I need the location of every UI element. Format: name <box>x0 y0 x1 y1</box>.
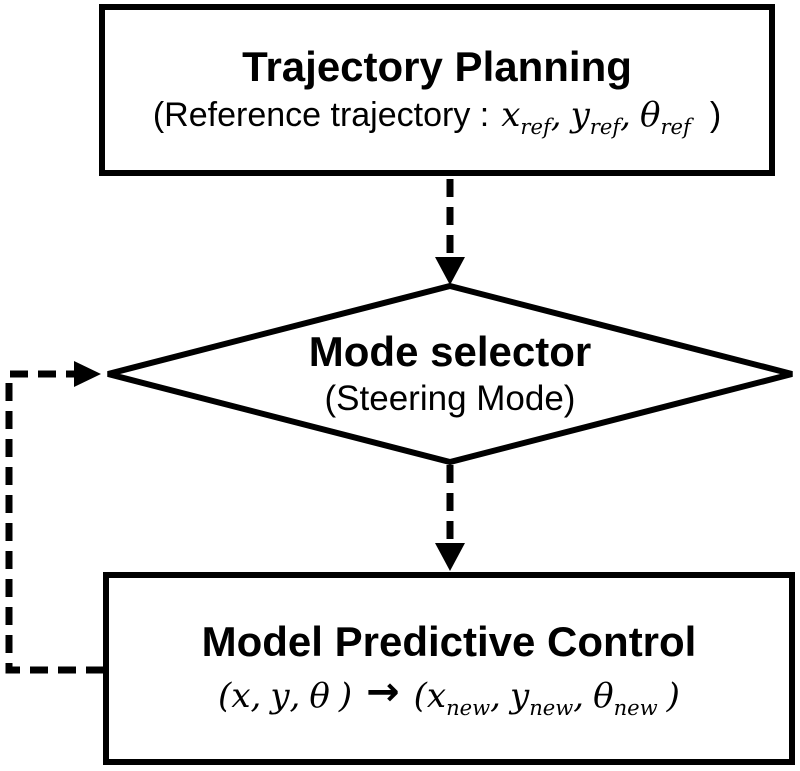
reference-trajectory-vars: xref,yref,θref <box>501 95 700 140</box>
subtitle-prefix: (Reference trajectory : <box>152 96 490 135</box>
mode-selector-diamond-shape <box>107 282 793 466</box>
math-var: θref <box>639 95 691 140</box>
trajectory-planning-title: Trajectory Planning <box>242 43 632 91</box>
math-var: xnew, <box>426 676 501 720</box>
math-var: ynew, <box>509 676 585 720</box>
math-var: xref, <box>501 95 562 140</box>
mpc-title: Model Predictive Control <box>201 617 697 665</box>
mpc-output-vars: (xnew,ynew,θnew) <box>413 676 680 720</box>
mpc-equation: (x,y,θ) → (xnew,ynew,θnew) <box>218 669 680 719</box>
mode-selector-subtitle: (Steering Mode) <box>324 378 576 418</box>
dashed-feedback-loop <box>5 370 104 674</box>
arrowhead-down-icon <box>435 257 465 285</box>
math-var: yref, <box>570 95 631 140</box>
mode-selector-node: Mode selector (Steering Mode) <box>150 294 750 454</box>
arrowhead-down-icon <box>435 543 465 571</box>
arrowhead-right-icon <box>74 361 101 387</box>
math-var: θnew <box>593 676 658 720</box>
math-var: x, <box>231 676 262 717</box>
math-var: θ <box>309 676 330 717</box>
trajectory-planning-subtitle: (Reference trajectory : xref,yref,θref) <box>153 94 721 137</box>
math-var: y, <box>270 676 301 717</box>
model-predictive-control-node: Model Predictive Control (x,y,θ) → (xnew,y… <box>103 572 795 765</box>
mode-selector-title: Mode selector <box>308 328 592 376</box>
mpc-input-vars: (x,y,θ) <box>218 676 353 717</box>
right-arrow-icon: → <box>366 669 400 716</box>
subtitle-suffix: ) <box>709 96 722 135</box>
trajectory-planning-node: Trajectory Planning (Reference trajector… <box>99 4 775 176</box>
